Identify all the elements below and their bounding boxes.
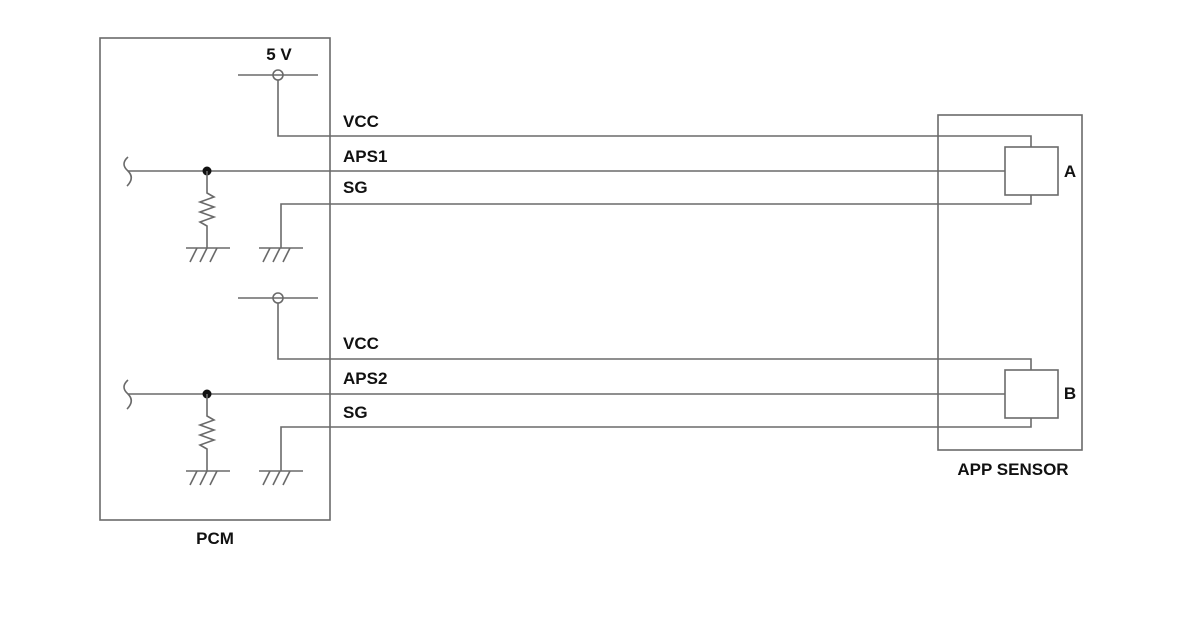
resistor-1: [197, 171, 217, 248]
sensor-element-a: [1004, 146, 1059, 196]
aps2-label: APS2: [343, 369, 387, 388]
ground-symbol-4: [259, 470, 303, 486]
vcc-label-1: VCC: [343, 112, 379, 131]
supply-voltage-label: 5 V: [266, 45, 292, 64]
vcc-wire-2: [277, 303, 1032, 370]
aps1-label: APS1: [343, 147, 387, 166]
vcc-label-2: VCC: [343, 334, 379, 353]
resistor-2: [197, 394, 217, 471]
sensor-element-b: [1004, 369, 1059, 419]
vcc-wire-1: [277, 80, 1032, 147]
app-sensor-box: [937, 114, 1083, 451]
sg-label-2: SG: [343, 403, 368, 422]
sensor-element-a-label: A: [1064, 162, 1076, 181]
ground-symbol-3: [186, 470, 230, 486]
sg-wire-2: [280, 418, 1032, 471]
ground-symbol-1: [186, 247, 230, 263]
sg-wire-1: [280, 195, 1032, 248]
pcm-box: [99, 37, 331, 521]
sensor-element-b-label: B: [1064, 384, 1076, 403]
sg-label-1: SG: [343, 178, 368, 197]
pcm-label: PCM: [196, 529, 234, 548]
ground-symbol-2: [259, 247, 303, 263]
app-sensor-label: APP SENSOR: [957, 460, 1068, 479]
